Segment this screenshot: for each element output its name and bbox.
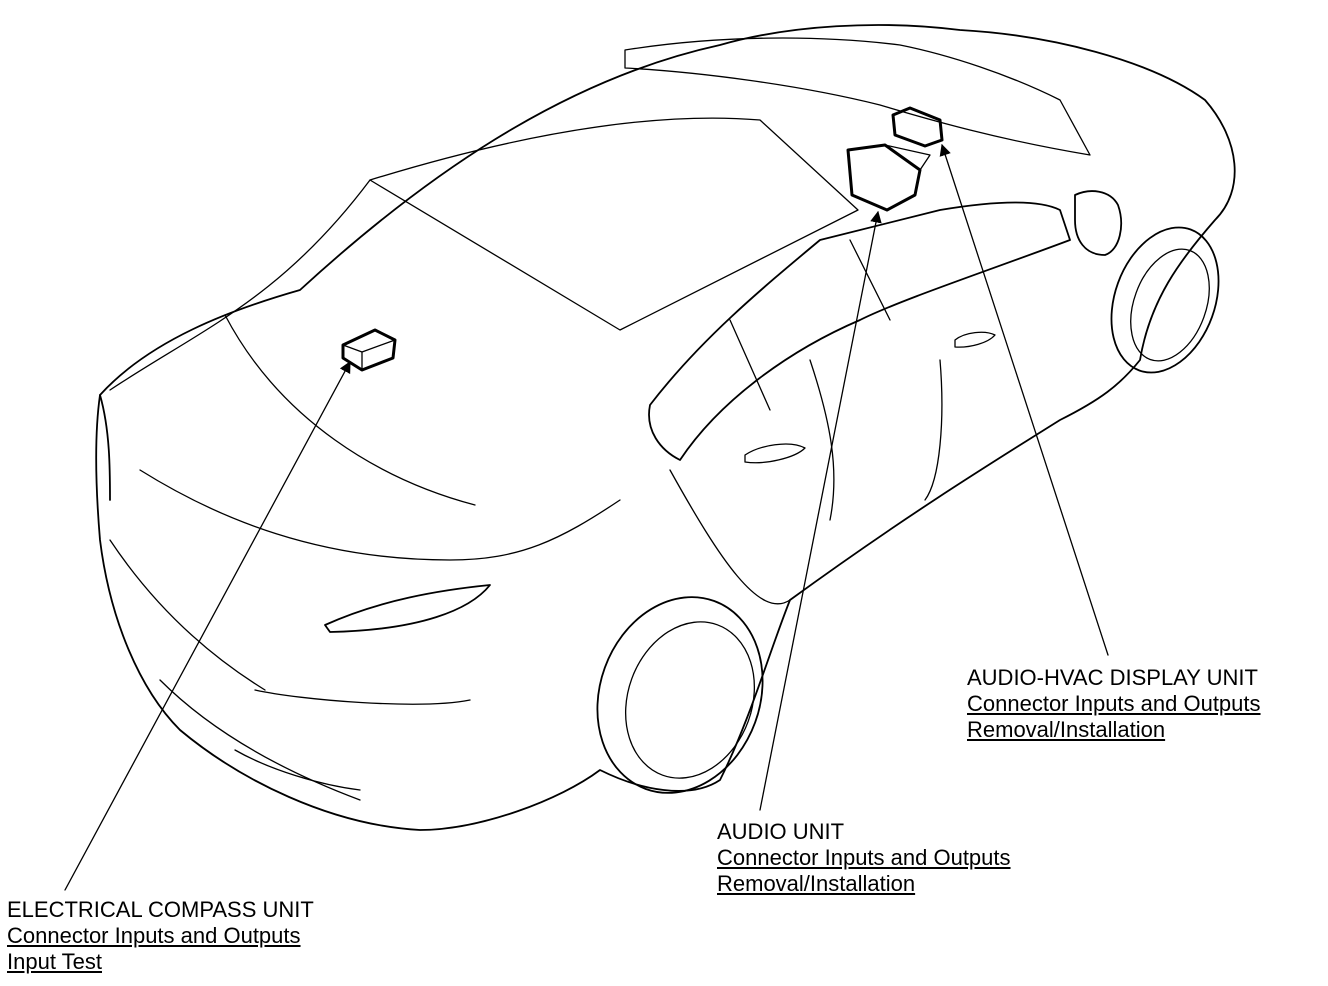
- audio-unit-component: [846, 143, 931, 212]
- compass-leader-line: [64, 360, 351, 891]
- audio-unit-title: AUDIO UNIT: [717, 819, 845, 844]
- display-unit-title: AUDIO-HVAC DISPLAY UNIT: [967, 665, 1258, 690]
- callout-compass-unit: ELECTRICAL COMPASS UNIT Connector Inputs…: [7, 897, 314, 975]
- electrical-compass-unit-component: [341, 328, 397, 372]
- display-unit-connector-link[interactable]: Connector Inputs and Outputs: [967, 691, 1261, 716]
- display-unit-leader-line: [939, 143, 1109, 656]
- compass-unit-connector-link[interactable]: Connector Inputs and Outputs: [7, 923, 301, 948]
- callout-audio-unit: AUDIO UNIT Connector Inputs and Outputs …: [717, 819, 1011, 897]
- audio-unit-leader-line: [759, 210, 882, 811]
- display-unit-removal-link[interactable]: Removal/Installation: [967, 717, 1166, 742]
- audio-hvac-display-unit-component: [891, 106, 944, 148]
- compass-unit-title: ELECTRICAL COMPASS UNIT: [7, 897, 314, 922]
- compass-unit-input-test-link[interactable]: Input Test: [7, 949, 102, 974]
- car-body: [95, 24, 1236, 831]
- audio-unit-removal-link[interactable]: Removal/Installation: [717, 871, 916, 896]
- audio-unit-connector-link[interactable]: Connector Inputs and Outputs: [717, 845, 1011, 870]
- callout-display-unit: AUDIO-HVAC DISPLAY UNIT Connector Inputs…: [967, 665, 1261, 743]
